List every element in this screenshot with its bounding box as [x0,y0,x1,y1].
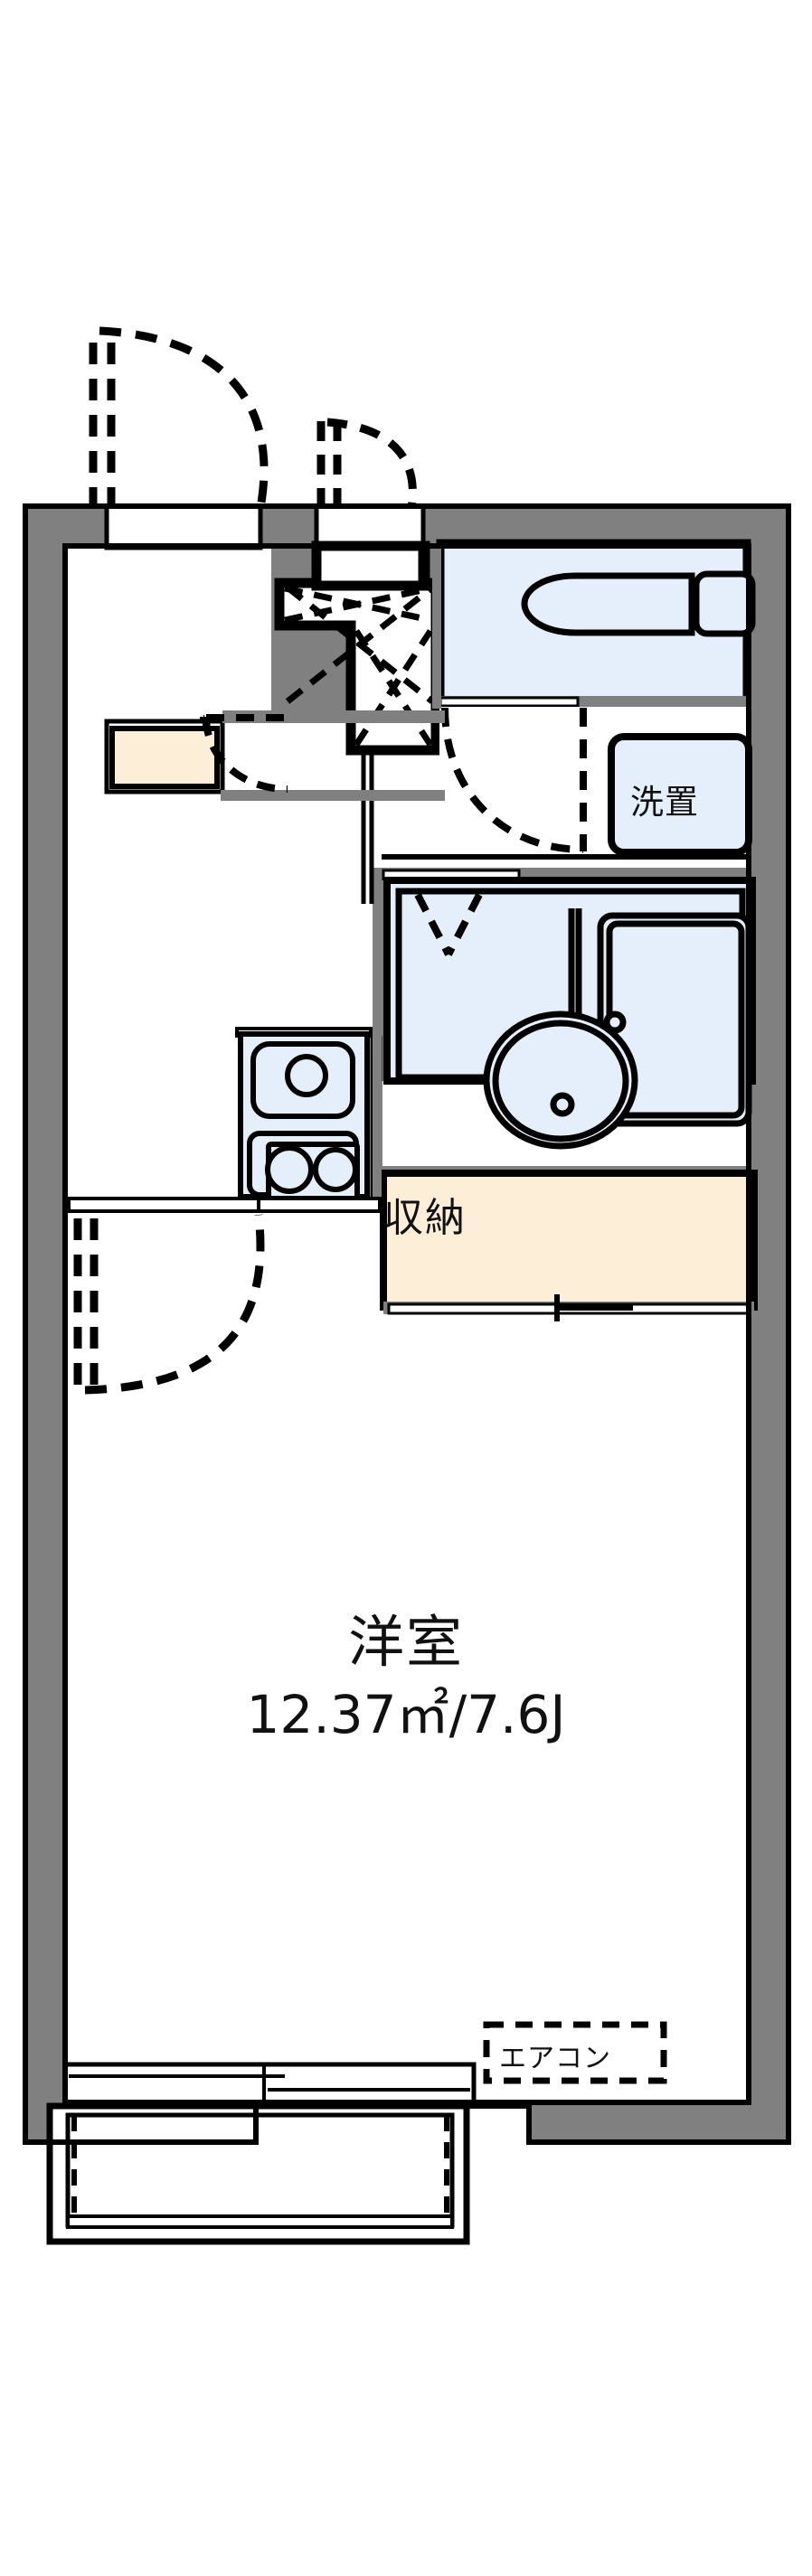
bathroom [380,868,758,1150]
kitchen-sink-icon [250,1041,355,1119]
toilet-room [436,539,756,708]
room-label-senchi: 洗置 [630,783,699,822]
room-area-yoshitsu: 12.37㎡/7.6J [246,1684,566,1745]
entrance-door-swing [89,326,269,509]
balcony-rail-dashed [71,2115,449,2225]
washbasin-icon [483,1011,638,1150]
genkan-x-mark-upper [284,585,431,624]
aircon-marker [483,2021,667,2084]
entrance-opening [104,503,263,550]
wall-outline-overlay [23,503,791,2145]
bath-door-swing [414,893,483,956]
annotation-label-aircon: エアコン [499,2043,611,2074]
room-label-shuno: 収納 [383,1195,467,1241]
closet-door-marks [554,1294,633,1321]
stove-icon [247,1131,360,1201]
room-door-opening [67,1197,260,1213]
toilet-icon [521,570,756,637]
washroom [439,707,752,856]
meter-door-swing [316,418,417,509]
room-door-swing [73,1214,265,1395]
room-yoshitsu [65,1204,749,2102]
hall-door-swing [200,714,289,793]
bathtub-icon [597,912,752,1127]
room-label-yoshitsu: 洋室 [347,1609,464,1675]
washroom-door-swing [441,707,587,853]
kitchen [235,1027,382,1201]
genkan-x-mark-lower [354,629,433,747]
